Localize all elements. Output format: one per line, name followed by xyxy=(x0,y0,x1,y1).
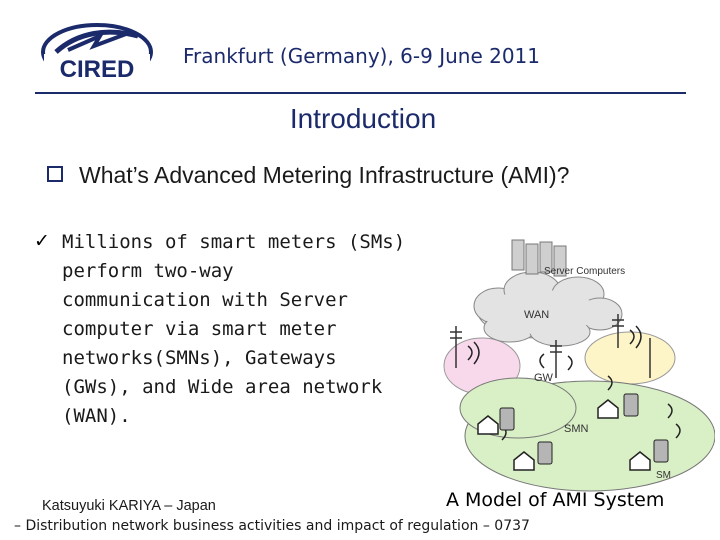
wan-label: WAN xyxy=(524,309,549,321)
sm-label: SM xyxy=(656,470,671,481)
cired-logo: CIRED xyxy=(41,23,153,83)
main-bullet: What’s Advanced Metering Infrastructure … xyxy=(47,162,569,189)
header-divider xyxy=(35,92,686,94)
smart-meter-icon xyxy=(499,393,669,465)
logo-text: CIRED xyxy=(60,56,135,83)
main-bullet-text: What’s Advanced Metering Infrastructure … xyxy=(79,162,570,188)
smn-area-yellow xyxy=(584,331,676,385)
gw-label: GW xyxy=(534,372,554,384)
diagram-caption: A Model of AMI System xyxy=(446,489,665,511)
square-bullet-icon xyxy=(47,166,63,182)
server-computers-icon xyxy=(511,239,567,277)
house-icon xyxy=(477,399,651,471)
ami-diagram: Server Computers WAN GW SMN SM xyxy=(443,239,715,492)
slide-title-text: Introduction xyxy=(289,103,437,134)
event-header: Frankfurt (Germany), 6-9 June 2011 xyxy=(183,44,541,68)
checkmark-icon: ✓ xyxy=(34,230,50,252)
gateway-antenna-icon xyxy=(450,314,651,378)
author-line: Katsuyuki KARIYA – Japan xyxy=(42,498,216,514)
session-footer: – Distribution network business activiti… xyxy=(14,518,530,534)
slide-title: Introduction xyxy=(0,103,720,135)
radio-waves-icon xyxy=(467,325,681,441)
body-paragraph: Millions of smart meters (SMs) perform t… xyxy=(62,231,406,427)
smn-label: SMN xyxy=(564,423,589,435)
server-label: Server Computers xyxy=(544,266,625,277)
